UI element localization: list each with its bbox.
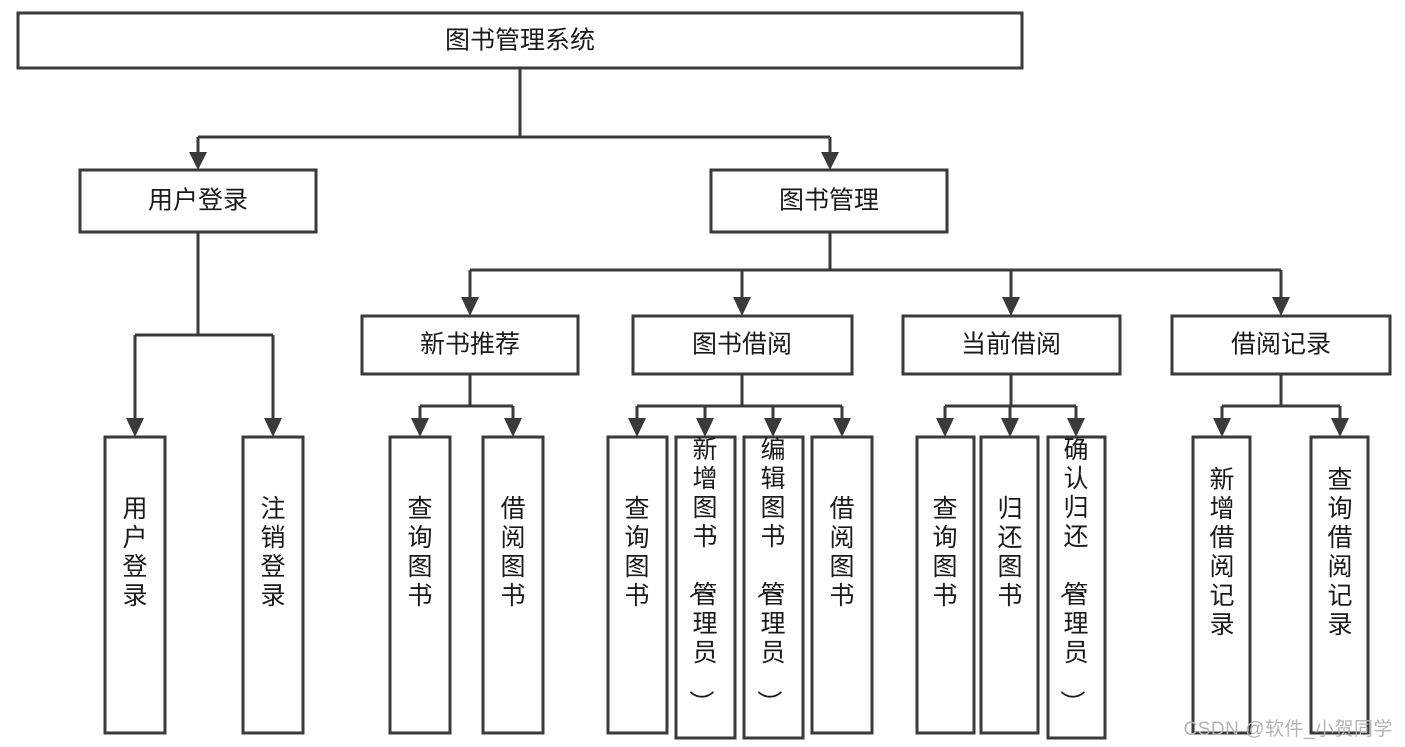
node-new-book-recommend-box[interactable]: [360, 314, 580, 376]
node-current-borrow[interactable]: 当前借阅: [901, 314, 1122, 376]
node-leaf-query-record-label: 查询借阅记录: [1327, 466, 1352, 639]
node-leaf-borrow-book-1-label: 借阅图书: [500, 495, 525, 610]
node-leaf-add-record-label: 新增借阅记录: [1209, 466, 1234, 639]
arrowhead-current-borrow: [1002, 297, 1020, 316]
node-borrow-record-label: 借阅记录: [1231, 331, 1331, 359]
node-leaf-return-book-label: 归还图书: [997, 495, 1022, 610]
node-leaf-query-book-3[interactable]: 查询图书: [915, 435, 976, 735]
node-leaf-borrow-book-1-box[interactable]: [481, 435, 545, 735]
node-user-login[interactable]: 用户登录: [78, 168, 318, 234]
arrowhead-leaf-query-record: [1331, 418, 1349, 437]
node-leaf-confirm-return-box[interactable]: [1046, 435, 1107, 740]
node-leaf-add-record[interactable]: 新增借阅记录: [1191, 435, 1252, 735]
node-new-book-recommend[interactable]: 新书推荐: [360, 314, 580, 376]
node-borrow-record-box[interactable]: [1170, 314, 1392, 376]
node-leaf-user-login-box[interactable]: [103, 435, 167, 735]
arrowhead-leaf-query-book-3: [936, 418, 954, 437]
node-leaf-query-record[interactable]: 查询借阅记录: [1309, 435, 1370, 735]
node-leaf-edit-book[interactable]: 编辑图书（管理员）: [742, 435, 805, 740]
arrowhead-leaf-borrow-book-1: [504, 418, 522, 437]
node-leaf-query-book-3-box[interactable]: [915, 435, 976, 735]
node-book-borrow-label: 图书借阅: [692, 331, 792, 359]
connectors-layer: [126, 68, 1349, 437]
node-leaf-query-book-1[interactable]: 查询图书: [388, 435, 452, 735]
node-leaf-add-book-label: 新增图书（管理员）: [686, 436, 717, 715]
arrowhead-leaf-query-book-1: [411, 418, 429, 437]
node-leaf-add-record-box[interactable]: [1191, 435, 1252, 735]
node-leaf-edit-book-box[interactable]: [742, 435, 805, 740]
node-leaf-borrow-book-2-label: 借阅图书: [829, 495, 854, 610]
node-new-book-recommend-label: 新书推荐: [420, 331, 520, 359]
arrowhead-leaf-query-book-2: [628, 418, 646, 437]
node-leaf-edit-book-label: 编辑图书（管理员）: [754, 436, 785, 715]
node-borrow-record[interactable]: 借阅记录: [1170, 314, 1392, 376]
node-leaf-query-book-1-label: 查询图书: [407, 495, 432, 610]
node-leaf-confirm-return-label: 确认归还（管理员）: [1057, 436, 1088, 715]
node-book-borrow[interactable]: 图书借阅: [631, 314, 854, 376]
node-leaf-query-book-2-label: 查询图书: [624, 495, 649, 610]
arrowhead-leaf-user-login: [126, 418, 144, 437]
arrowhead-leaf-edit-book: [764, 418, 782, 437]
node-leaf-user-logout-label: 注销登录: [260, 495, 285, 610]
arrowhead-leaf-confirm-return: [1067, 418, 1085, 437]
node-book-manage-box[interactable]: [709, 168, 949, 234]
node-leaf-borrow-book-2[interactable]: 借阅图书: [810, 435, 874, 735]
node-leaf-return-book[interactable]: 归还图书: [979, 435, 1040, 735]
arrowhead-book-manage: [821, 152, 839, 170]
node-leaf-user-logout[interactable]: 注销登录: [241, 435, 305, 735]
node-book-borrow-box[interactable]: [631, 314, 854, 376]
arrowhead-borrow-record: [1272, 297, 1290, 316]
node-current-borrow-label: 当前借阅: [961, 331, 1061, 359]
node-leaf-borrow-book-1[interactable]: 借阅图书: [481, 435, 545, 735]
arrowhead-leaf-add-record: [1213, 418, 1231, 437]
node-root[interactable]: 图书管理系统: [16, 11, 1024, 70]
node-current-borrow-box[interactable]: [901, 314, 1122, 376]
node-leaf-user-login[interactable]: 用户登录: [103, 435, 167, 735]
node-user-login-box[interactable]: [78, 168, 318, 234]
arrowhead-leaf-borrow-book-2: [833, 418, 851, 437]
node-leaf-query-book-3-label: 查询图书: [932, 495, 957, 610]
node-leaf-add-book[interactable]: 新增图书（管理员）: [674, 435, 737, 740]
node-leaf-user-logout-box[interactable]: [241, 435, 305, 735]
arrowhead-leaf-add-book: [696, 418, 714, 437]
arrowhead-book-borrow: [733, 297, 751, 316]
node-user-login-label: 用户登录: [148, 187, 248, 215]
node-book-manage[interactable]: 图书管理: [709, 168, 949, 234]
node-leaf-query-book-2-box[interactable]: [606, 435, 669, 735]
node-leaf-user-login-label: 用户登录: [122, 495, 147, 610]
arrowhead-user-login: [189, 152, 207, 170]
node-leaf-query-book-1-box[interactable]: [388, 435, 452, 735]
arrowhead-new-book-recommend: [461, 297, 479, 316]
node-leaf-query-record-box[interactable]: [1309, 435, 1370, 735]
node-root-label: 图书管理系统: [445, 27, 595, 55]
node-leaf-borrow-book-2-box[interactable]: [810, 435, 874, 735]
node-leaf-confirm-return[interactable]: 确认归还（管理员）: [1046, 435, 1107, 740]
arrowhead-leaf-return-book: [1001, 418, 1019, 437]
node-root-box[interactable]: [16, 11, 1024, 70]
node-leaf-return-book-box[interactable]: [979, 435, 1040, 735]
node-leaf-query-book-2[interactable]: 查询图书: [606, 435, 669, 735]
arrowhead-leaf-user-logout: [264, 418, 282, 437]
node-leaf-add-book-box[interactable]: [674, 435, 737, 740]
node-book-manage-label: 图书管理: [779, 187, 879, 215]
